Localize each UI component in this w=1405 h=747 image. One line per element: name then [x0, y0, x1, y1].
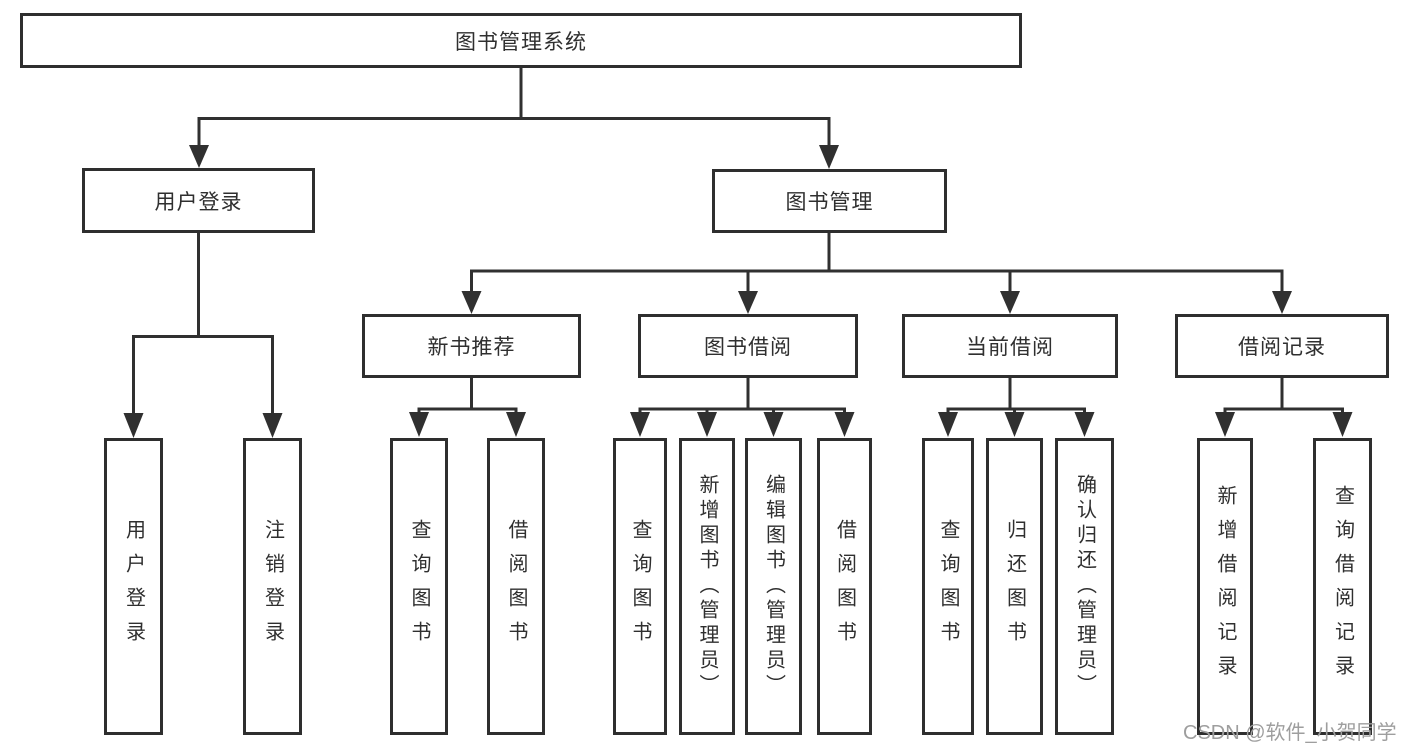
- node-book-borrow-label: 图书借阅: [704, 336, 792, 359]
- node-borrow-records: 借阅记录: [1175, 314, 1389, 378]
- leaf-label: 查询图书: [937, 518, 959, 655]
- node-leaf-borrow-books-2: 借阅图书: [817, 438, 872, 735]
- node-new-books-label: 新书推荐: [427, 336, 516, 359]
- node-leaf-query-books-2: 查询图书: [613, 438, 667, 735]
- leaf-label: 编辑图书（管理员）: [762, 474, 785, 699]
- leaf-label: 借阅图书: [833, 518, 856, 655]
- node-current-borrow: 当前借阅: [902, 314, 1118, 378]
- connector-records-leaf-branch: [1223, 407, 1344, 414]
- node-leaf-query-books-3: 查询图书: [922, 438, 974, 735]
- connector-current-leaf-branch: [946, 407, 1086, 414]
- node-leaf-return-books: 归还图书: [986, 438, 1043, 735]
- node-user-login-label: 用户登录: [154, 190, 243, 214]
- node-user-login: 用户登录: [82, 168, 315, 233]
- node-root-label: 图书管理系统: [455, 30, 587, 54]
- leaf-label: 归还图书: [1003, 518, 1026, 655]
- leaf-label: 新增图书（管理员）: [696, 474, 718, 699]
- leaf-label: 查询借阅记录: [1331, 484, 1354, 689]
- node-current-borrow-label: 当前借阅: [966, 336, 1054, 359]
- watermark: CSDN @软件_小贺同学: [1183, 722, 1397, 744]
- connector-newbooks-leaf-branch: [417, 407, 518, 414]
- leaf-label: 用户登录: [122, 518, 145, 655]
- node-leaf-add-books-admin: 新增图书（管理员）: [679, 438, 735, 735]
- leaf-label: 查询图书: [408, 518, 430, 655]
- node-book-mgmt-label: 图书管理: [785, 191, 874, 214]
- node-leaf-edit-books-admin: 编辑图书（管理员）: [745, 438, 802, 735]
- connector-level3-branch: [470, 269, 1284, 292]
- connector-level3-stems: [470, 378, 1284, 410]
- node-book-mgmt: 图书管理: [712, 169, 947, 233]
- node-new-books: 新书推荐: [362, 314, 581, 378]
- connector-level2-branch: [197, 117, 831, 147]
- node-leaf-borrow-books-1: 借阅图书: [487, 438, 545, 735]
- node-borrow-records-label: 借阅记录: [1238, 336, 1326, 359]
- node-leaf-query-books-1: 查询图书: [390, 438, 448, 735]
- leaf-label: 借阅图书: [505, 518, 527, 655]
- node-root: 图书管理系统: [20, 13, 1022, 68]
- node-leaf-logout: 注销登录: [243, 438, 302, 735]
- connector-login-leaf-branch: [132, 335, 274, 414]
- node-leaf-add-borrow-record: 新增借阅记录: [1197, 438, 1253, 735]
- leaf-label: 查询图书: [629, 518, 651, 655]
- leaf-label: 注销登录: [261, 518, 284, 655]
- leaf-label: 确认归还（管理员）: [1073, 474, 1096, 699]
- leaf-label: 新增借阅记录: [1214, 484, 1236, 689]
- node-leaf-user-login: 用户登录: [104, 438, 163, 735]
- node-book-borrow: 图书借阅: [638, 314, 858, 378]
- node-leaf-confirm-return-admin: 确认归还（管理员）: [1055, 438, 1114, 735]
- node-leaf-query-borrow-record: 查询借阅记录: [1313, 438, 1372, 735]
- connector-borrow-leaf-branch: [638, 407, 846, 414]
